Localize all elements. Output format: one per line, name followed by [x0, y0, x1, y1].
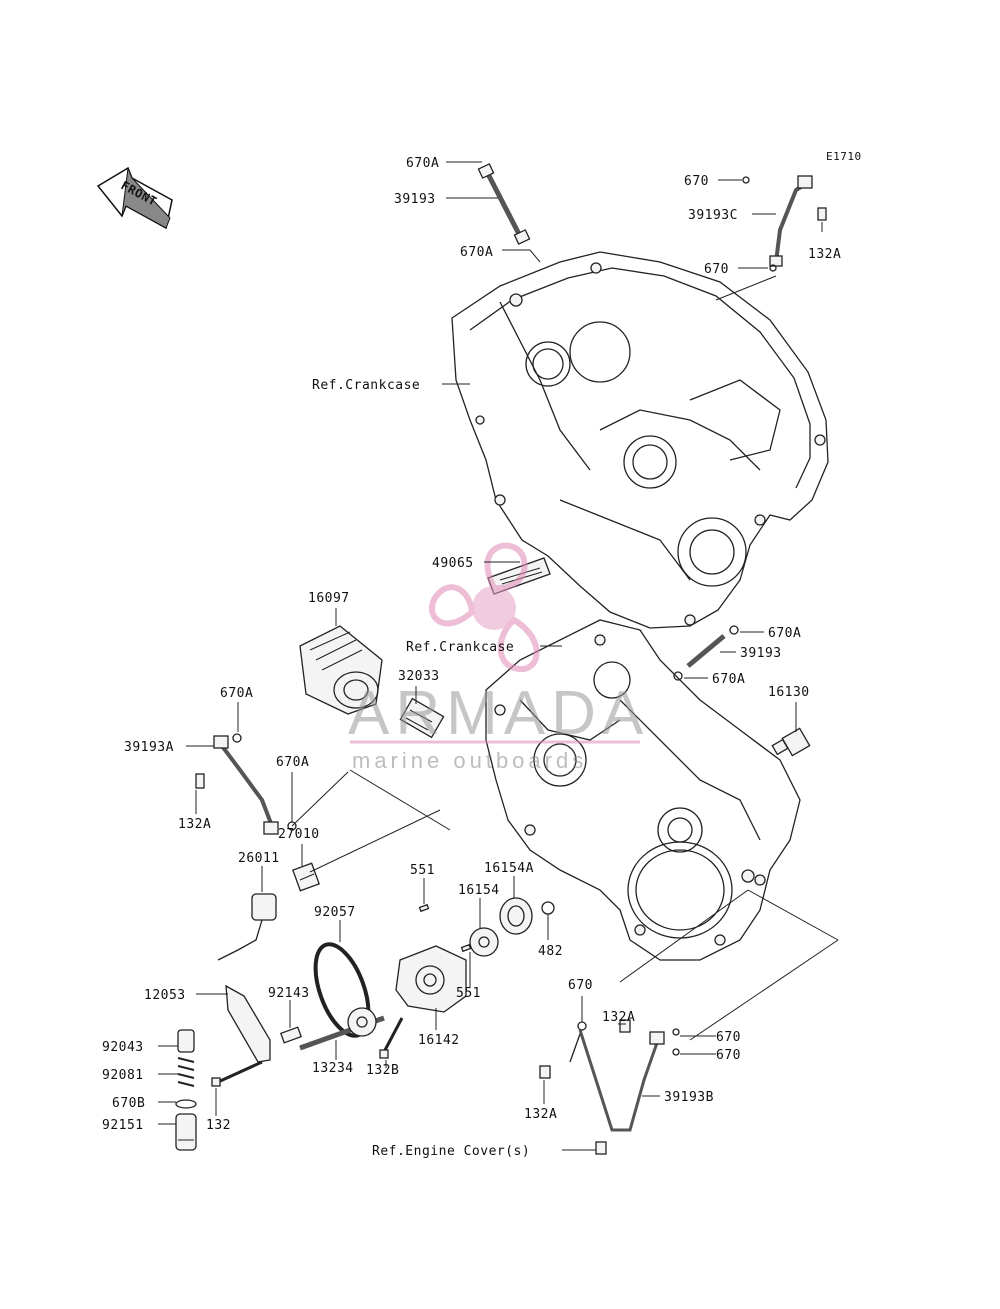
label-ref-crankcase-upper: Ref.Crankcase: [312, 378, 420, 393]
shaft-13234: [299, 1007, 385, 1051]
watermark: ARMADA marine outboards: [348, 542, 649, 773]
oil-pipe-39193B: [539, 1019, 680, 1155]
leader-lines: [158, 161, 839, 1151]
bolt-132B: [379, 1017, 404, 1059]
label-13234: 13234: [312, 1061, 354, 1076]
label-670-low-top: 670: [568, 978, 593, 993]
relief-valve-stack: [175, 1029, 197, 1151]
label-12053: 12053: [144, 988, 186, 1003]
bolt-132: [211, 1060, 263, 1087]
oil-pipe-39193-top: [477, 163, 531, 245]
pin-551: [418, 903, 472, 953]
oil-pipe-39193C: [742, 175, 827, 272]
collar-92143: [279, 1026, 303, 1044]
label-670-low-right-1: 670: [716, 1030, 741, 1045]
label-39193B: 39193B: [664, 1090, 714, 1105]
label-132B: 132B: [366, 1063, 399, 1078]
oil-pump-16142: [395, 945, 467, 1013]
rotor-16154: [469, 927, 499, 957]
label-551-top: 551: [410, 863, 435, 878]
label-132A-low: 132A: [602, 1010, 635, 1025]
label-670-top-right: 670: [684, 174, 709, 189]
switch-27010: [292, 862, 320, 892]
label-39193-right: 39193: [740, 646, 782, 661]
label-670A-left-2: 670A: [276, 755, 309, 770]
label-670B: 670B: [112, 1096, 145, 1111]
label-132A-top-right: 132A: [808, 247, 841, 262]
label-670A-right-2: 670A: [712, 672, 745, 687]
label-92081: 92081: [102, 1068, 144, 1083]
label-670-low-right-2: 670: [716, 1048, 741, 1063]
label-39193A: 39193A: [124, 740, 174, 755]
label-32033: 32033: [398, 669, 440, 684]
label-670-mid-right: 670: [704, 262, 729, 277]
label-670A-top: 670A: [406, 156, 439, 171]
sensor-16130: [771, 727, 811, 757]
label-482: 482: [538, 944, 563, 959]
label-92057: 92057: [314, 905, 356, 920]
part-32033: [399, 697, 445, 739]
watermark-tagline: marine outboards: [352, 748, 587, 773]
oil-pipe-39193A: [195, 733, 297, 835]
label-16097: 16097: [308, 591, 350, 606]
label-92151: 92151: [102, 1118, 144, 1133]
circlip-482: [541, 901, 555, 915]
rotor-16154A: [499, 897, 533, 935]
front-direction-arrow: FRONT: [96, 166, 173, 230]
label-16154: 16154: [458, 883, 500, 898]
guide-12053: [225, 984, 271, 1063]
label-670A-mid: 670A: [460, 245, 493, 260]
label-551-low: 551: [456, 986, 481, 1001]
harness-26011: [217, 893, 277, 961]
label-16154A: 16154A: [484, 861, 534, 876]
label-132A-left: 132A: [178, 817, 211, 832]
label-39193-top: 39193: [394, 192, 436, 207]
label-26011: 26011: [238, 851, 280, 866]
label-49065: 49065: [432, 556, 474, 571]
watermark-brand: ARMADA: [348, 679, 649, 748]
label-132A-low-2: 132A: [524, 1107, 557, 1122]
label-92043: 92043: [102, 1040, 144, 1055]
upper-crankcase: [451, 251, 829, 629]
label-16130: 16130: [768, 685, 810, 700]
label-39193C: 39193C: [688, 208, 738, 223]
oil-pipe-39193-right: [673, 625, 739, 681]
label-132: 132: [206, 1118, 231, 1133]
lower-crankcase: [485, 619, 801, 961]
label-ref-crankcase-lower: Ref.Crankcase: [406, 640, 514, 655]
oil-filter-16097: [299, 625, 383, 715]
label-670A-left: 670A: [220, 686, 253, 701]
label-16142: 16142: [418, 1033, 460, 1048]
label-670A-right-1: 670A: [768, 626, 801, 641]
label-92143: 92143: [268, 986, 310, 1001]
part-labels: 670A 39193 670A 670 39193C 670 132A Ref.…: [102, 156, 841, 1159]
label-ref-engine-cover: Ref.Engine Cover(s): [372, 1144, 530, 1159]
diagram-code: E1710: [826, 150, 862, 163]
label-27010: 27010: [278, 827, 320, 842]
